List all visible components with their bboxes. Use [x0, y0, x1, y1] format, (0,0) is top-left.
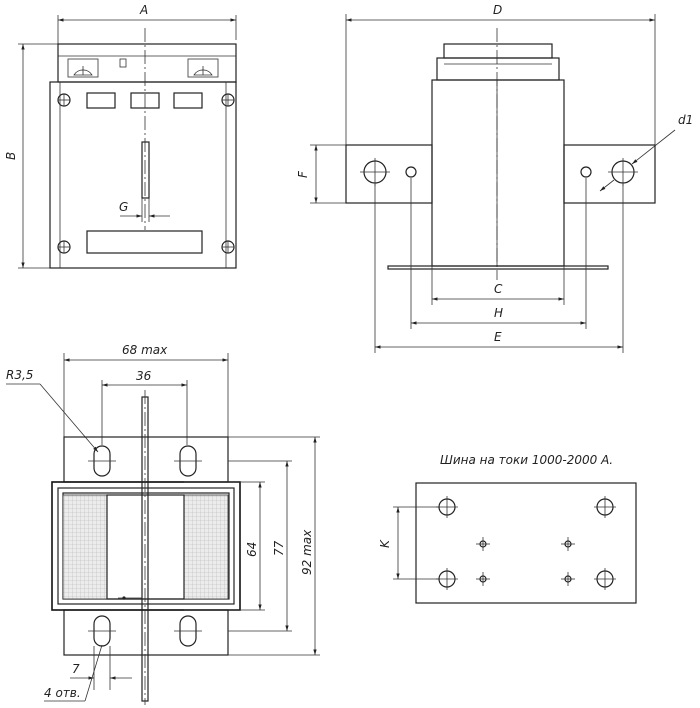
- dim-G: G: [119, 200, 128, 214]
- bus-caption: Шина на токи 1000-2000 А.: [440, 453, 613, 467]
- dim-K: K: [378, 539, 392, 548]
- dim-B: B: [4, 152, 18, 160]
- dim-H: H: [494, 306, 503, 320]
- dim-d1: d1: [678, 113, 693, 127]
- dim-36: 36: [136, 369, 152, 383]
- front-view: A B: [4, 3, 237, 269]
- dim-C: C: [494, 282, 503, 296]
- side-view: D d1 F: [296, 3, 693, 353]
- dim-D: D: [493, 3, 502, 17]
- dim-77: 77: [272, 540, 286, 556]
- bus-bar-detail: Шина на токи 1000-2000 А. K: [378, 453, 637, 604]
- dim-E: E: [494, 330, 502, 344]
- dim-A: A: [139, 3, 148, 17]
- dim-68-max: 68 max: [122, 343, 168, 357]
- dim-7: 7: [72, 662, 80, 676]
- dim-F: F: [296, 170, 310, 178]
- screw-icon: [57, 93, 235, 254]
- holes-note: 4 отв.: [44, 686, 81, 700]
- dim-92-max: 92 max: [300, 529, 314, 575]
- dim-radius: R3,5: [6, 368, 33, 382]
- dim-64: 64: [245, 542, 259, 557]
- top-view: 68 max 36 R3,5: [6, 343, 320, 705]
